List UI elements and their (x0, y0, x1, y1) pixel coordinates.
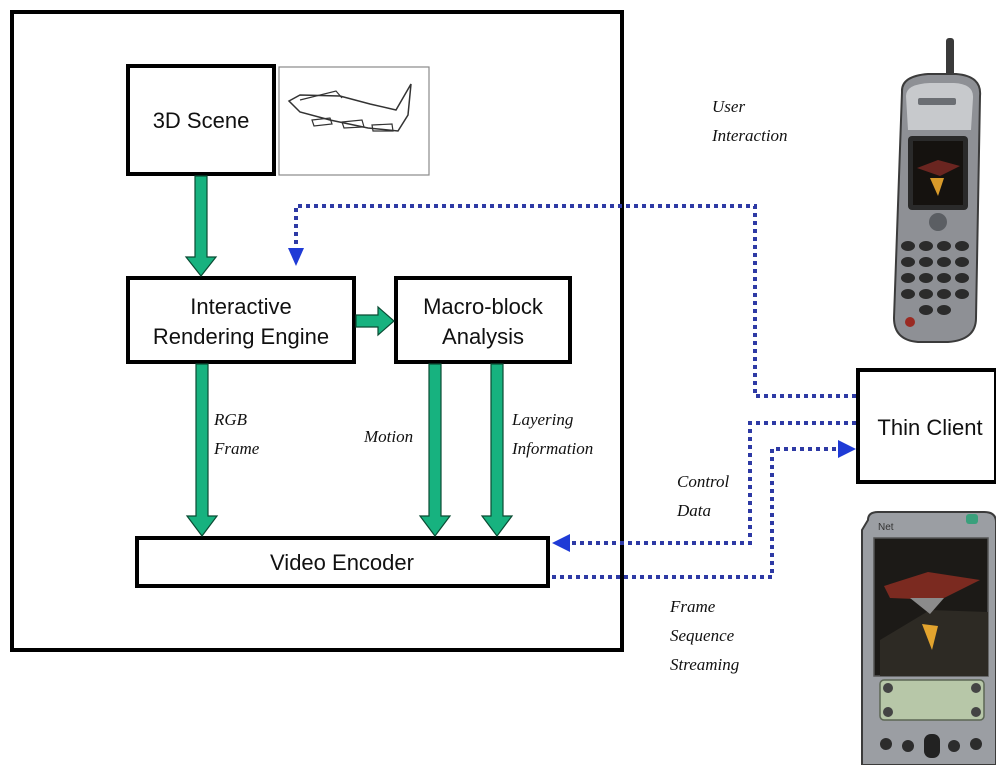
arrow-layering-information (482, 364, 512, 536)
pda-brand-label: Net (878, 522, 894, 533)
arrow-scene-to-rendering (186, 176, 216, 276)
thin-client-label: Thin Client (877, 415, 982, 440)
control-data-label-line2: Data (676, 501, 711, 520)
frame-streaming-label-line3: Streaming (670, 655, 739, 674)
video-encoder-label: Video Encoder (270, 550, 414, 575)
frame-streaming-label-line1: Frame (669, 597, 716, 616)
user-interaction-label-line1: User (712, 97, 745, 116)
arrow-rendering-to-macroblock (356, 307, 394, 335)
user-interaction-label-line2: Interaction (711, 126, 788, 145)
layering-label-line2: Information (511, 439, 593, 458)
rgb-label-line1: RGB (213, 410, 248, 429)
arrow-rgb-frame (187, 364, 217, 536)
frame-streaming-label-line2: Sequence (670, 626, 735, 645)
mobile-phone-icon (894, 38, 980, 342)
airplane-sketch-icon (279, 67, 429, 175)
rendering-engine-box: Interactive Rendering Engine (128, 278, 354, 362)
macroblock-label-line2: Analysis (442, 324, 524, 349)
video-encoder-box: Video Encoder (137, 538, 548, 586)
control-data-label-line1: Control (677, 472, 730, 491)
motion-label: Motion (363, 427, 413, 446)
arrow-motion (420, 364, 450, 536)
rgb-label-line2: Frame (213, 439, 260, 458)
rendering-engine-label-line2: Rendering Engine (153, 324, 329, 349)
rendering-engine-label-line1: Interactive (190, 294, 292, 319)
scene-box: 3D Scene (128, 66, 274, 174)
scene-label: 3D Scene (153, 108, 250, 133)
macroblock-analysis-box: Macro-block Analysis (396, 278, 570, 362)
macroblock-label-line1: Macro-block (423, 294, 544, 319)
layering-label-line1: Layering (511, 410, 573, 429)
pda-device-icon: Net (862, 512, 996, 765)
thin-client-box: Thin Client (858, 370, 996, 482)
